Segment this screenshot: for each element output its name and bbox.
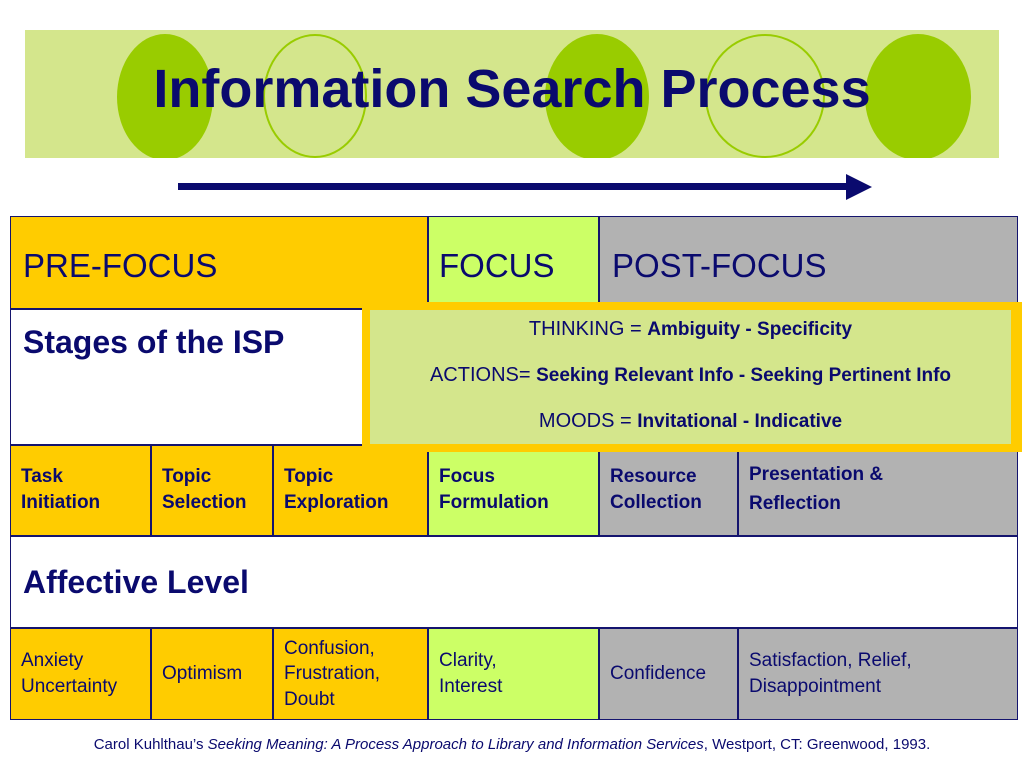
citation-author: Carol Kuhlthau’s <box>93 736 208 753</box>
mood-cell: Confusion, Frustration, Doubt <box>273 628 428 720</box>
title-banner: Information Search Process <box>25 30 999 158</box>
mood-cell: Satisfaction, Relief, Disappointment <box>738 628 1018 720</box>
thinking-value: Ambiguity - Specificity <box>647 319 853 340</box>
mood-line: Uncertainty <box>21 676 118 697</box>
stage-line: Formulation <box>439 491 549 513</box>
mood-line: Doubt <box>284 688 335 710</box>
stage-line: Task <box>21 466 63 487</box>
stage-line: Initiation <box>21 491 101 513</box>
stages-label: Stages of the ISP <box>23 324 285 360</box>
citation-book: Seeking Meaning: A Process Approach to L… <box>207 736 704 753</box>
citation: Carol Kuhlthau’s Seeking Meaning: A Proc… <box>0 736 1024 753</box>
thinking-line: THINKING = Ambiguity - Specificity <box>370 318 1011 341</box>
mood-line: Frustration, <box>284 663 381 685</box>
stage-line: Collection <box>610 491 702 513</box>
stage-line: Exploration <box>284 491 389 513</box>
actions-value: Seeking Relevant Info - Seeking Pertinen… <box>536 365 952 386</box>
mood-line: Clarity, <box>439 650 497 672</box>
mood-line: Confusion, <box>284 637 375 659</box>
mood-line: Satisfaction, Relief, <box>749 650 912 672</box>
isp-table: PRE-FOCUS FOCUS POST-FOCUS Stages of the… <box>10 216 1018 720</box>
process-arrow <box>178 174 872 200</box>
mood-cell: Confidence <box>599 628 738 720</box>
mood-line: Disappointment <box>749 676 882 697</box>
affective-row: Affective Level <box>10 536 1018 628</box>
thinking-key: THINKING = <box>528 318 642 340</box>
mood-line: Confidence <box>610 663 707 685</box>
moods-key: MOODS = <box>538 410 632 432</box>
decorative-ring <box>705 34 825 158</box>
mood-cell: Clarity, Interest <box>428 628 599 720</box>
phase-postfocus: POST-FOCUS <box>599 216 1018 309</box>
isp-dimensions-box: THINKING = Ambiguity - Specificity ACTIO… <box>362 302 1022 452</box>
stage-line: Topic <box>162 466 212 487</box>
phase-label: FOCUS <box>439 247 555 284</box>
mood-line: Optimism <box>162 663 243 685</box>
decorative-circle <box>545 34 649 158</box>
moods-value: Invitational - Indicative <box>637 411 843 432</box>
phase-label: POST-FOCUS <box>612 247 827 284</box>
mood-line: Interest <box>439 676 503 697</box>
phase-prefocus: PRE-FOCUS <box>10 216 428 309</box>
decorative-ring <box>263 34 367 158</box>
mood-cell: Optimism <box>151 628 273 720</box>
moods-line: MOODS = Invitational - Indicative <box>370 410 1011 433</box>
isp-dimensions-panel: THINKING = Ambiguity - Specificity ACTIO… <box>370 310 1011 444</box>
decorative-circle <box>117 34 213 158</box>
actions-line: ACTIONS= Seeking Relevant Info - Seeking… <box>370 364 1011 387</box>
stage-line: Topic <box>284 466 334 487</box>
citation-publisher: , Westport, CT: Greenwood, 1993. <box>703 736 931 753</box>
page-title: Information Search Process <box>153 59 871 119</box>
stage-presentation-reflection: Presentation & Reflection <box>738 445 1018 536</box>
phase-focus: FOCUS <box>428 216 599 309</box>
decorative-circle <box>865 34 971 158</box>
actions-key: ACTIONS= <box>429 364 531 386</box>
stage-line: Reflection <box>749 493 841 515</box>
stage-line: Selection <box>162 491 247 513</box>
phase-label: PRE-FOCUS <box>23 247 218 284</box>
stage-line: Presentation & <box>749 464 884 485</box>
affective-label: Affective Level <box>23 563 249 600</box>
stage-line: Resource <box>610 466 697 487</box>
mood-line: Anxiety <box>21 650 84 672</box>
stage-line: Focus <box>439 466 495 487</box>
